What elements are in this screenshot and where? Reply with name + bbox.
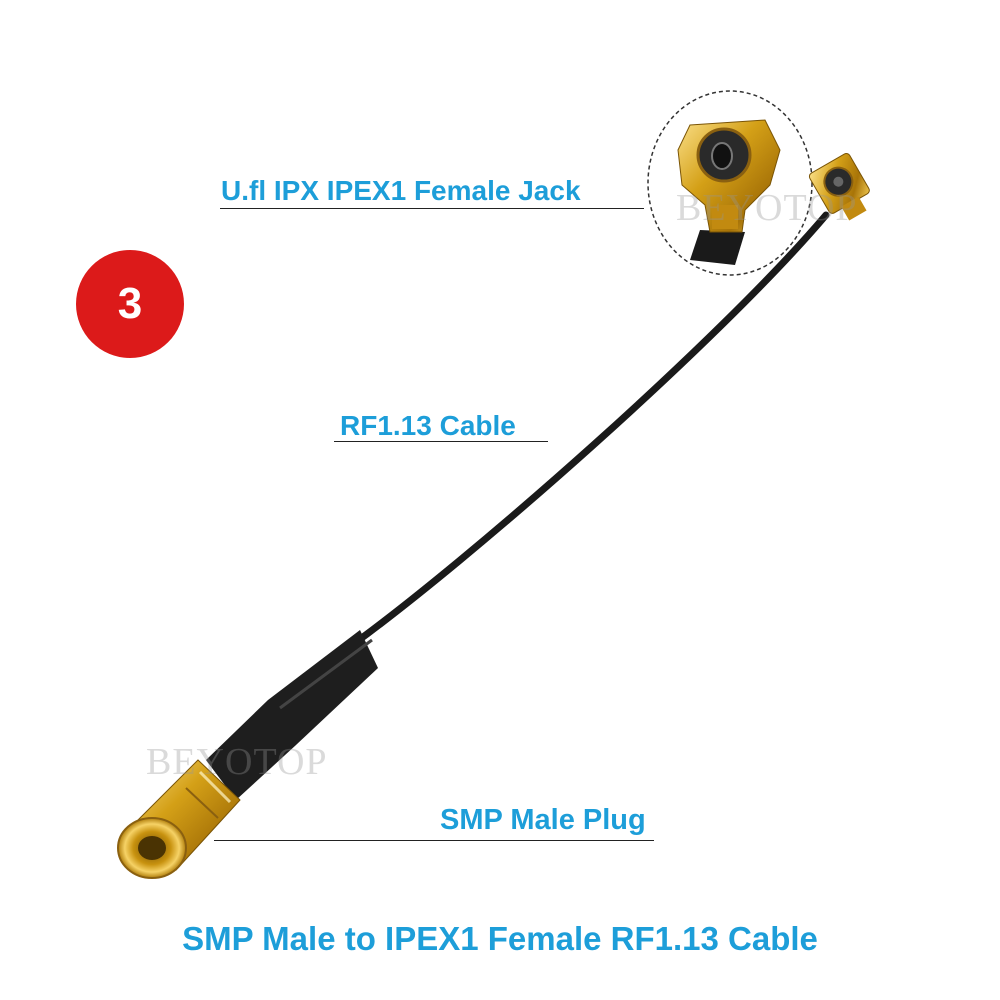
watermark-top: BEYOTOP: [676, 187, 858, 229]
label-male-plug: SMP Male Plug: [440, 804, 646, 836]
caption-title: SMP Male to IPEX1 Female RF1.13 Cable: [182, 920, 818, 957]
rf-cable: [344, 211, 830, 652]
step-number: 3: [117, 279, 143, 328]
leader-line-plug: [214, 840, 654, 841]
heat-shrink: [206, 630, 378, 800]
ipex-connector: [808, 152, 870, 221]
ipex-connector-closeup: [677, 119, 781, 265]
label-cable: RF1.13 Cable: [340, 410, 516, 441]
step-badge: 3: [76, 250, 184, 358]
leader-line-cable: [334, 441, 548, 442]
watermark-bottom: BEYOTOP: [146, 741, 328, 783]
smp-plug: [117, 759, 241, 879]
leader-line-jack: [220, 208, 644, 209]
label-female-jack: U.fl IPX IPEX1 Female Jack: [221, 175, 581, 206]
